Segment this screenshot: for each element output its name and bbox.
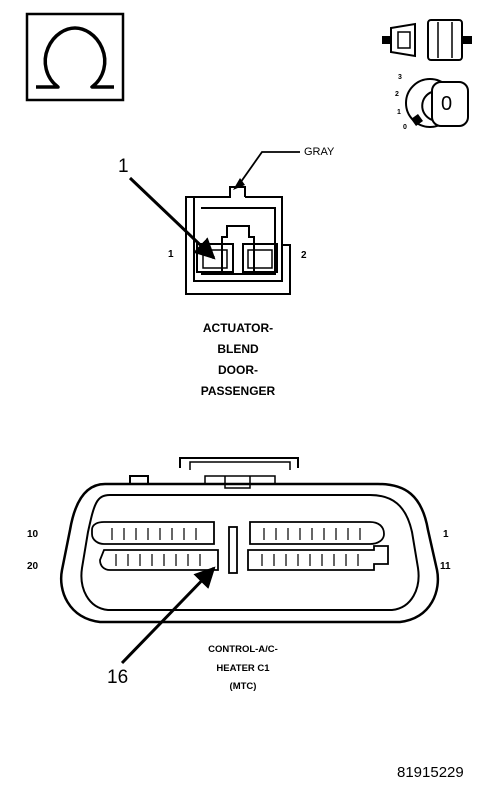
controller-caption-line-3: (MTC) [229,681,257,692]
controller-pin-10-label: 10 [27,529,39,540]
pin-16-callout-arrow [120,566,216,665]
ignition-position-0: 0 [403,124,407,131]
ignition-position-2: 2 [395,91,399,98]
wire-color-label: GRAY [304,146,335,158]
actuator-pin-1-label: 1 [168,249,174,260]
connector-disconnected-icon [382,19,472,61]
actuator-callout-number: 1 [118,156,129,177]
ignition-position-1: 1 [397,109,401,116]
wire-color-leader [237,151,300,187]
ignition-switch-icon [405,78,469,128]
figure-id: 81915229 [397,764,464,781]
controller-caption-line-1: CONTROL-A/C- [208,644,278,655]
controller-pin-11-label: 11 [440,561,451,572]
actuator-caption: ACTUATOR- BLEND DOOR- PASSENGER [168,322,308,397]
ohmmeter-icon [25,12,125,102]
actuator-caption-line-1: ACTUATOR- [202,321,274,335]
controller-callout-number: 16 [107,667,129,688]
ignition-key-position-label: 0 [441,93,453,115]
actuator-connector [185,186,291,295]
controller-pin-20-label: 20 [27,561,39,572]
actuator-pin-2-label: 2 [301,250,307,261]
pin-1-callout-arrow [128,176,216,260]
actuator-caption-line-3: DOOR- [218,363,258,377]
ignition-position-3: 3 [398,74,402,81]
controller-caption: CONTROL-A/C- HEATER C1 (MTC) [178,645,308,692]
controller-connector [59,457,440,624]
controller-pin-1-label: 1 [443,529,449,540]
actuator-caption-line-2: BLEND [217,342,259,356]
controller-caption-line-2: HEATER C1 [216,662,270,674]
actuator-caption-line-4: PASSENGER [200,384,276,398]
